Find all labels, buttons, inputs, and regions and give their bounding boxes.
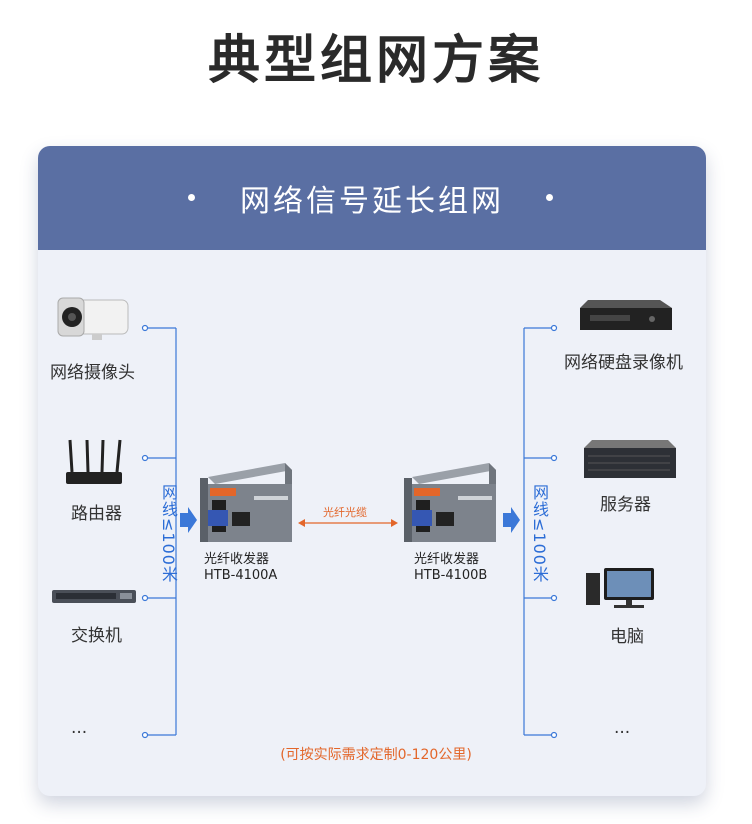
right-device-label-3: ... <box>614 718 631 738</box>
left-device-label-3: ... <box>71 718 88 738</box>
ip-camera-icon <box>57 297 129 340</box>
right-device-label-0: 网络硬盘录像机 <box>564 353 683 373</box>
switch-icon <box>52 590 136 603</box>
converter-a-device <box>200 463 292 542</box>
converter-a-model: HTB-4100A <box>204 568 278 583</box>
page-title: 典型组网方案 <box>207 31 544 91</box>
converter-b-device <box>404 463 496 542</box>
cable-length-label-left: 网线≤100米 <box>159 484 178 583</box>
converter-b-name: 光纤收发器 <box>414 552 480 567</box>
card-heading: 网络信号延长组网 <box>240 184 504 219</box>
fiber-cable-label: 光纤光缆 <box>323 506 367 519</box>
converter-b-model: HTB-4100B <box>414 568 488 583</box>
header-dot-left <box>188 194 195 201</box>
left-device-label-0: 网络摄像头 <box>50 363 135 383</box>
cable-length-label-right: 网线≤100米 <box>530 484 549 583</box>
card-header: 网络信号延长组网 <box>38 146 706 250</box>
right-device-label-2: 电脑 <box>610 627 644 647</box>
right-device-label-1: 服务器 <box>600 495 651 515</box>
converter-a-label: 光纤收发器 HTB-4100A <box>204 552 277 584</box>
computer-icon <box>586 568 654 608</box>
converter-a-name: 光纤收发器 <box>204 552 270 567</box>
header-dot-right <box>546 194 553 201</box>
right-connection-lines <box>523 324 558 739</box>
router-icon <box>66 439 122 484</box>
left-device-label-1: 路由器 <box>71 504 122 524</box>
left-device-label-2: 交换机 <box>71 626 122 646</box>
converter-b-label: 光纤收发器 HTB-4100B <box>414 552 487 584</box>
nvr-icon <box>580 300 672 330</box>
arrow-left-icon <box>180 507 197 533</box>
distance-note: (可按实际需求定制0-120公里) <box>280 747 472 763</box>
fiber-double-arrow-icon <box>298 519 398 527</box>
left-connection-lines <box>141 324 177 739</box>
server-icon <box>584 440 676 478</box>
arrow-right-icon <box>503 507 520 533</box>
